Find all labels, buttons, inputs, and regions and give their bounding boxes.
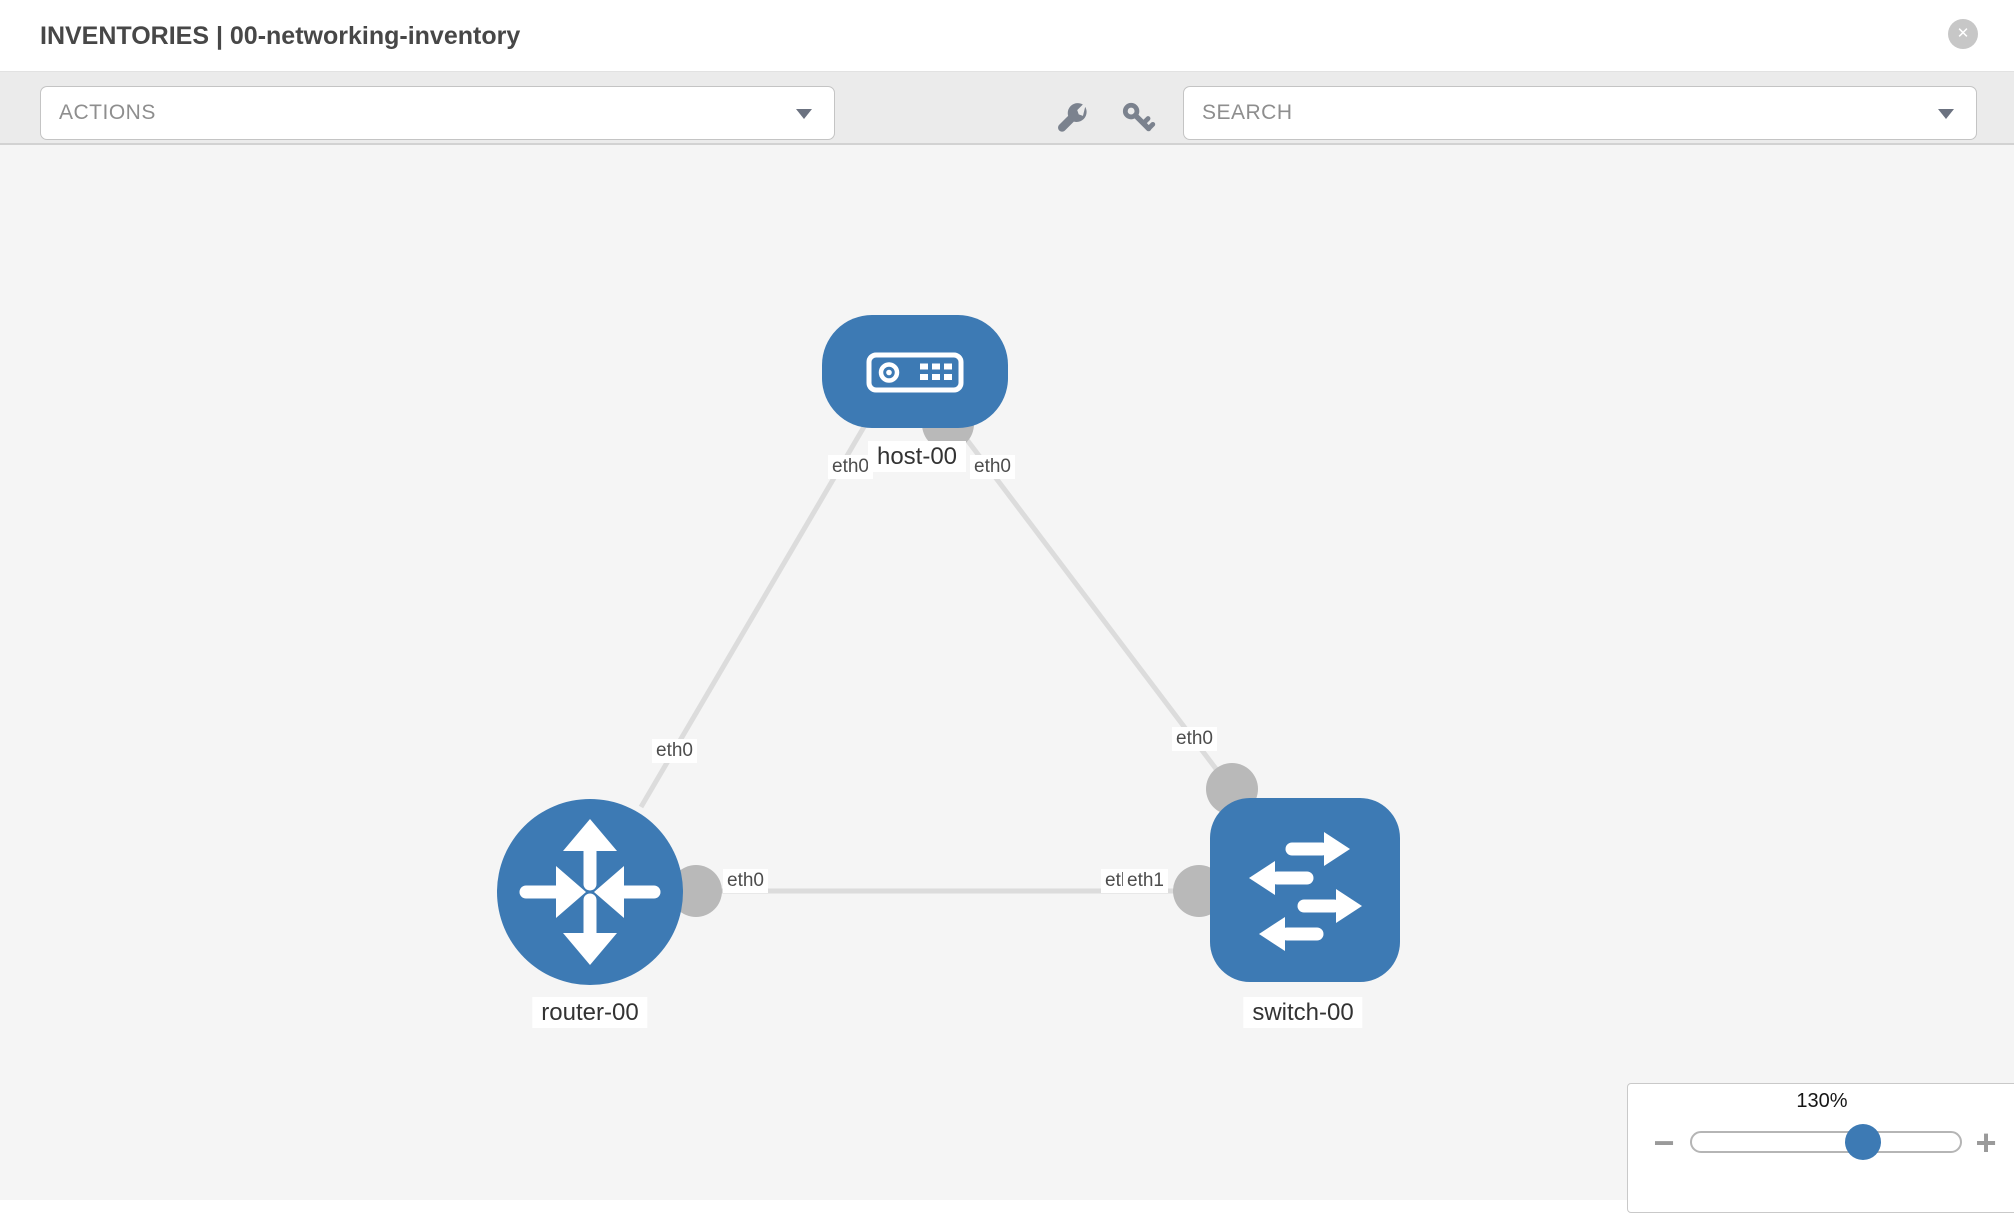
- close-icon[interactable]: ✕: [1948, 19, 1978, 49]
- host-icon: [866, 352, 964, 393]
- zoom-slider-handle[interactable]: [1845, 1124, 1881, 1160]
- switch-icon: [1249, 832, 1362, 951]
- interface-dot-router: [670, 865, 722, 917]
- actions-dropdown[interactable]: ACTIONS: [40, 86, 835, 140]
- key-icon[interactable]: [1120, 100, 1156, 136]
- topology-links: [638, 418, 1234, 894]
- node-router-00[interactable]: [497, 799, 683, 985]
- toolbar: ACTIONS SEARCH: [0, 72, 2014, 145]
- interface-dots: [670, 398, 1258, 917]
- search-dropdown[interactable]: SEARCH: [1183, 86, 1977, 140]
- router-icon: [519, 819, 661, 965]
- header-bar: INVENTORIES | 00-networking-inventory ✕: [0, 0, 2014, 72]
- search-placeholder: SEARCH: [1202, 101, 1293, 124]
- link-host-router[interactable]: [638, 418, 871, 809]
- zoom-control-panel: 130% − +: [1627, 1083, 2014, 1213]
- zoom-slider-track[interactable]: [1690, 1131, 1962, 1153]
- zoom-in-button[interactable]: +: [1975, 1122, 1997, 1163]
- topology-graph: [497, 315, 1400, 985]
- topology-canvas[interactable]: [0, 145, 2014, 1200]
- actions-dropdown-label: ACTIONS: [59, 101, 156, 124]
- node-host-00[interactable]: [822, 315, 1008, 428]
- page-title: INVENTORIES | 00-networking-inventory: [40, 22, 521, 50]
- zoom-level-value: 130%: [1796, 1090, 1848, 1112]
- zoom-out-button[interactable]: −: [1653, 1122, 1675, 1163]
- node-switch-00[interactable]: [1210, 798, 1400, 982]
- link-host-switch[interactable]: [950, 418, 1234, 792]
- wrench-icon[interactable]: [1055, 100, 1091, 136]
- chevron-down-icon: [1938, 109, 1954, 119]
- chevron-down-icon: [796, 109, 812, 119]
